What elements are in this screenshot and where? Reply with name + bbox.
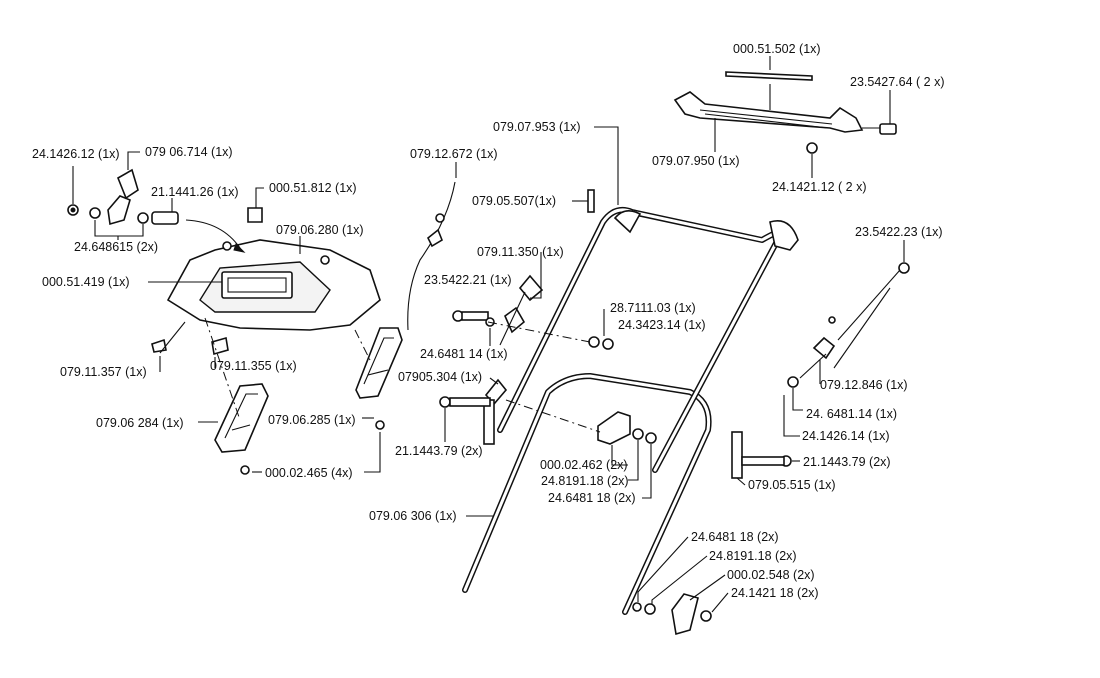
label-000-02-462: 000.02.462 (2x) bbox=[540, 458, 628, 472]
label-24-1426-12: 24.1426.12 (1x) bbox=[32, 147, 120, 161]
catcher-handle bbox=[673, 71, 897, 135]
label-21-1443-79-left: 21.1443.79 (2x) bbox=[395, 444, 483, 458]
label-079-12-672: 079.12.672 (1x) bbox=[410, 147, 498, 161]
label-079-06-714: 079 06.714 (1x) bbox=[145, 145, 233, 159]
small-parts bbox=[67, 142, 910, 636]
label-079-05-507: 079.05.507(1x) bbox=[472, 194, 556, 208]
label-079-05-515: 079.05.515 (1x) bbox=[748, 478, 836, 492]
leader-lines bbox=[72, 56, 905, 613]
foot-pedal-right bbox=[355, 327, 403, 399]
label-24-1421-12: 24.1421.12 ( 2 x) bbox=[772, 180, 867, 194]
label-079-12-846: 079.12.846 (1x) bbox=[820, 378, 908, 392]
label-24-8191-18: 24.8191.18 (2x) bbox=[541, 474, 629, 488]
label-24-648615: 24.648615 (2x) bbox=[74, 240, 158, 254]
label-079-11-350: 079.11.350 (1x) bbox=[477, 245, 564, 259]
label-24-6481-14-right: 24. 6481.14 (1x) bbox=[806, 407, 897, 421]
label-079-06-284: 079.06 284 (1x) bbox=[96, 416, 184, 430]
label-000-51-419: 000.51.419 (1x) bbox=[42, 275, 130, 289]
label-079-07-950: 079.07.950 (1x) bbox=[652, 154, 740, 168]
upper-handle-bar bbox=[497, 207, 799, 473]
part-labels: 000.51.502 (1x) 23.5427.64 ( 2 x) 079.07… bbox=[32, 42, 945, 600]
label-23-5422-21: 23.5422.21 (1x) bbox=[424, 273, 512, 287]
label-000-02-465: 000.02.465 (4x) bbox=[265, 466, 353, 480]
label-23-5427-64: 23.5427.64 ( 2 x) bbox=[850, 75, 945, 89]
label-000-51-502: 000.51.502 (1x) bbox=[733, 42, 821, 56]
label-23-5422-23: 23.5422.23 (1x) bbox=[855, 225, 943, 239]
label-07905-304: 07905.304 (1x) bbox=[398, 370, 482, 384]
label-000-02-548: 000.02.548 (2x) bbox=[727, 568, 815, 582]
label-24-8191-18-lower: 24.8191.18 (2x) bbox=[709, 549, 797, 563]
label-079-11-357: 079.11.357 (1x) bbox=[60, 365, 147, 379]
label-24-1426-14: 24.1426.14 (1x) bbox=[802, 429, 890, 443]
label-24-6481-18-lower: 24.6481 18 (2x) bbox=[691, 530, 779, 544]
label-000-51-812: 000.51.812 (1x) bbox=[269, 181, 357, 195]
foot-pedal-left bbox=[214, 383, 269, 453]
lower-handle-bars bbox=[462, 373, 712, 615]
label-079-11-355: 079.11.355 (1x) bbox=[210, 359, 297, 373]
label-24-3423-14: 24.3423.14 (1x) bbox=[618, 318, 706, 332]
label-21-1443-79-right: 21.1443.79 (2x) bbox=[803, 455, 891, 469]
label-28-7111-03: 28.7111.03 (1x) bbox=[610, 301, 696, 315]
engine-cover bbox=[166, 239, 381, 331]
label-079-06-285: 079.06.285 (1x) bbox=[268, 413, 356, 427]
label-24-1421-18: 24.1421 18 (2x) bbox=[731, 586, 819, 600]
label-24-6481-14: 24.6481 14 (1x) bbox=[420, 347, 508, 361]
label-21-1441-26: 21.1441.26 (1x) bbox=[151, 185, 239, 199]
label-079-06-280: 079.06.280 (1x) bbox=[276, 223, 364, 237]
label-24-6481-18: 24.6481 18 (2x) bbox=[548, 491, 636, 505]
label-079-07-953: 079.07.953 (1x) bbox=[493, 120, 581, 134]
label-079-06-306: 079.06 306 (1x) bbox=[369, 509, 457, 523]
